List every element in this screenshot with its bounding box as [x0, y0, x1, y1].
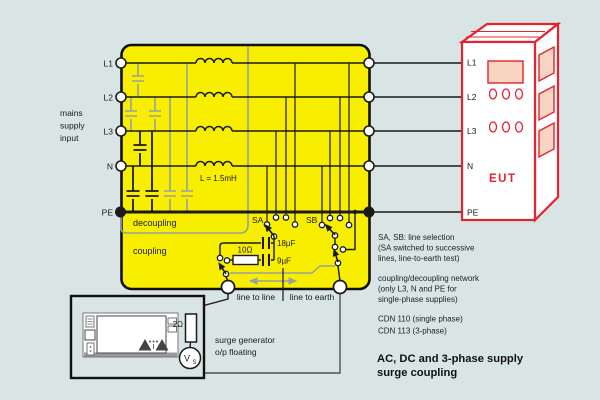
left-label-N: N	[107, 162, 113, 172]
terminal-left-PE	[115, 206, 126, 218]
diagram-title-line2: surge coupling	[377, 367, 457, 379]
line-L1	[121, 57, 368, 64]
sa-label: SA	[252, 215, 264, 225]
note-network-1: coupling/decoupling network	[378, 274, 480, 283]
terminal-right-PE	[363, 206, 375, 218]
inductance-label: L = 1.5mH	[200, 174, 237, 183]
resistor-2ohm	[184, 313, 198, 343]
pe-junction-dot	[352, 209, 358, 215]
diagram-title-line1: AC, DC and 3-phase supply	[377, 353, 524, 365]
cdn-labels: L1 L2 L3 N PE decoupling coupling SA SB …	[102, 59, 335, 303]
annotations: SA, SB: line selection (SA switched to s…	[377, 233, 524, 379]
inductor-N	[195, 160, 233, 167]
supply-lines	[121, 57, 368, 214]
eut-label-PE: PE	[467, 208, 479, 218]
eut-label-L3: L3	[467, 126, 477, 136]
cap-9uF	[262, 254, 270, 266]
throw-direction-arrows	[248, 277, 298, 285]
generator-display	[96, 315, 167, 354]
inductor-L1	[195, 57, 233, 64]
cap-9uF-label: 9µF	[277, 257, 291, 266]
line-to-line-label: line to line	[237, 292, 276, 302]
resistor-10ohm-label: 10Ω	[238, 246, 253, 255]
resistor-10ohm	[232, 254, 259, 266]
note-network-2: (only L3, N and PE for	[378, 285, 457, 294]
left-label-PE: PE	[102, 208, 114, 218]
note-model-1: CDN 110 (single phase)	[378, 315, 463, 324]
terminal-right-L2	[363, 91, 375, 103]
eut-box: L1 L2 L3 N PE EUT	[458, 21, 562, 223]
terminal-left-L2	[115, 91, 127, 103]
eut-side-vents	[538, 45, 555, 159]
note-model-2: CDN 113 (3-phase)	[378, 327, 447, 336]
sa-switch	[263, 214, 299, 240]
left-label-L2: L2	[104, 93, 114, 103]
line-L2	[121, 91, 368, 98]
terminal-right-L3	[363, 125, 375, 137]
warning-triangle-icon	[138, 339, 152, 351]
sa-wiper-arrow	[264, 224, 275, 237]
resistor-2ohm-label: 2Ω	[173, 320, 183, 329]
voltage-source-subscript: S	[193, 360, 197, 366]
sb-drops	[321, 63, 350, 222]
surge-generator: V S 2Ω surge generator o/p floating	[69, 294, 341, 380]
left-label-L3: L3	[104, 127, 114, 137]
decoupling-boundary-line	[120, 46, 249, 234]
pe-return-wire	[346, 213, 356, 251]
terminal-generator-return	[332, 279, 348, 295]
sb-switch	[318, 214, 353, 239]
decoupling-capacitors-black	[126, 131, 159, 212]
eut-indicator-holes	[488, 88, 524, 133]
line-N	[121, 160, 368, 167]
note-selection-2: (SA switched to successive	[378, 244, 475, 253]
cdn-terminals	[115, 57, 375, 295]
note-network-3: single-phase supplies)	[378, 295, 458, 304]
inductor-L3	[195, 125, 233, 132]
inductor-L2	[195, 91, 233, 98]
terminal-left-L3	[115, 125, 127, 137]
coupling-network	[216, 209, 358, 301]
mains-supply-label: mains supply input	[60, 108, 85, 143]
terminal-left-L1	[115, 57, 127, 69]
voltage-source	[178, 346, 202, 370]
cap-18uF	[262, 237, 270, 249]
decoupling-label: decoupling	[133, 218, 177, 228]
eut-label-N: N	[467, 161, 473, 171]
decoupling-capacitors-gray	[125, 63, 193, 212]
coupling-wiper-arrow	[218, 262, 227, 275]
eut-wires	[374, 62, 462, 213]
eut-label-L2: L2	[467, 92, 477, 102]
svg-text:supply: supply	[60, 121, 85, 131]
generator-caption-line1: surge generator	[215, 335, 275, 345]
terminal-right-L1	[363, 57, 375, 69]
svg-text:mains: mains	[60, 108, 83, 118]
earth-wiper-arrow	[332, 248, 340, 263]
eut-label-L1: L1	[467, 58, 477, 68]
eut-display	[487, 60, 524, 84]
line-L3	[121, 125, 368, 132]
cap-18uF-label: 18µF	[277, 239, 296, 248]
coupling-label: coupling	[133, 246, 167, 256]
left-label-L1: L1	[104, 59, 114, 69]
note-selection-3: lines, line-to-earth test)	[378, 254, 460, 263]
eut-name: EUT	[489, 173, 517, 185]
terminal-generator-hot	[220, 279, 236, 295]
note-selection-1: SA, SB: line selection	[378, 233, 454, 242]
terminal-right-N	[363, 160, 375, 172]
svg-text:input: input	[60, 133, 79, 143]
warning-triangle-icon	[155, 339, 169, 351]
generator-front-panel	[82, 312, 179, 358]
eut-top-louvers	[466, 31, 545, 38]
sa-drops	[266, 63, 296, 221]
line-to-earth-label: line to earth	[290, 292, 335, 302]
generator-caption-line2: o/p floating	[215, 347, 257, 357]
switch-gang-link	[230, 265, 335, 274]
voltage-source-label: V	[184, 354, 190, 364]
terminal-left-N	[115, 160, 127, 172]
sb-label: SB	[306, 215, 318, 225]
sb-wiper-arrow	[324, 223, 336, 236]
